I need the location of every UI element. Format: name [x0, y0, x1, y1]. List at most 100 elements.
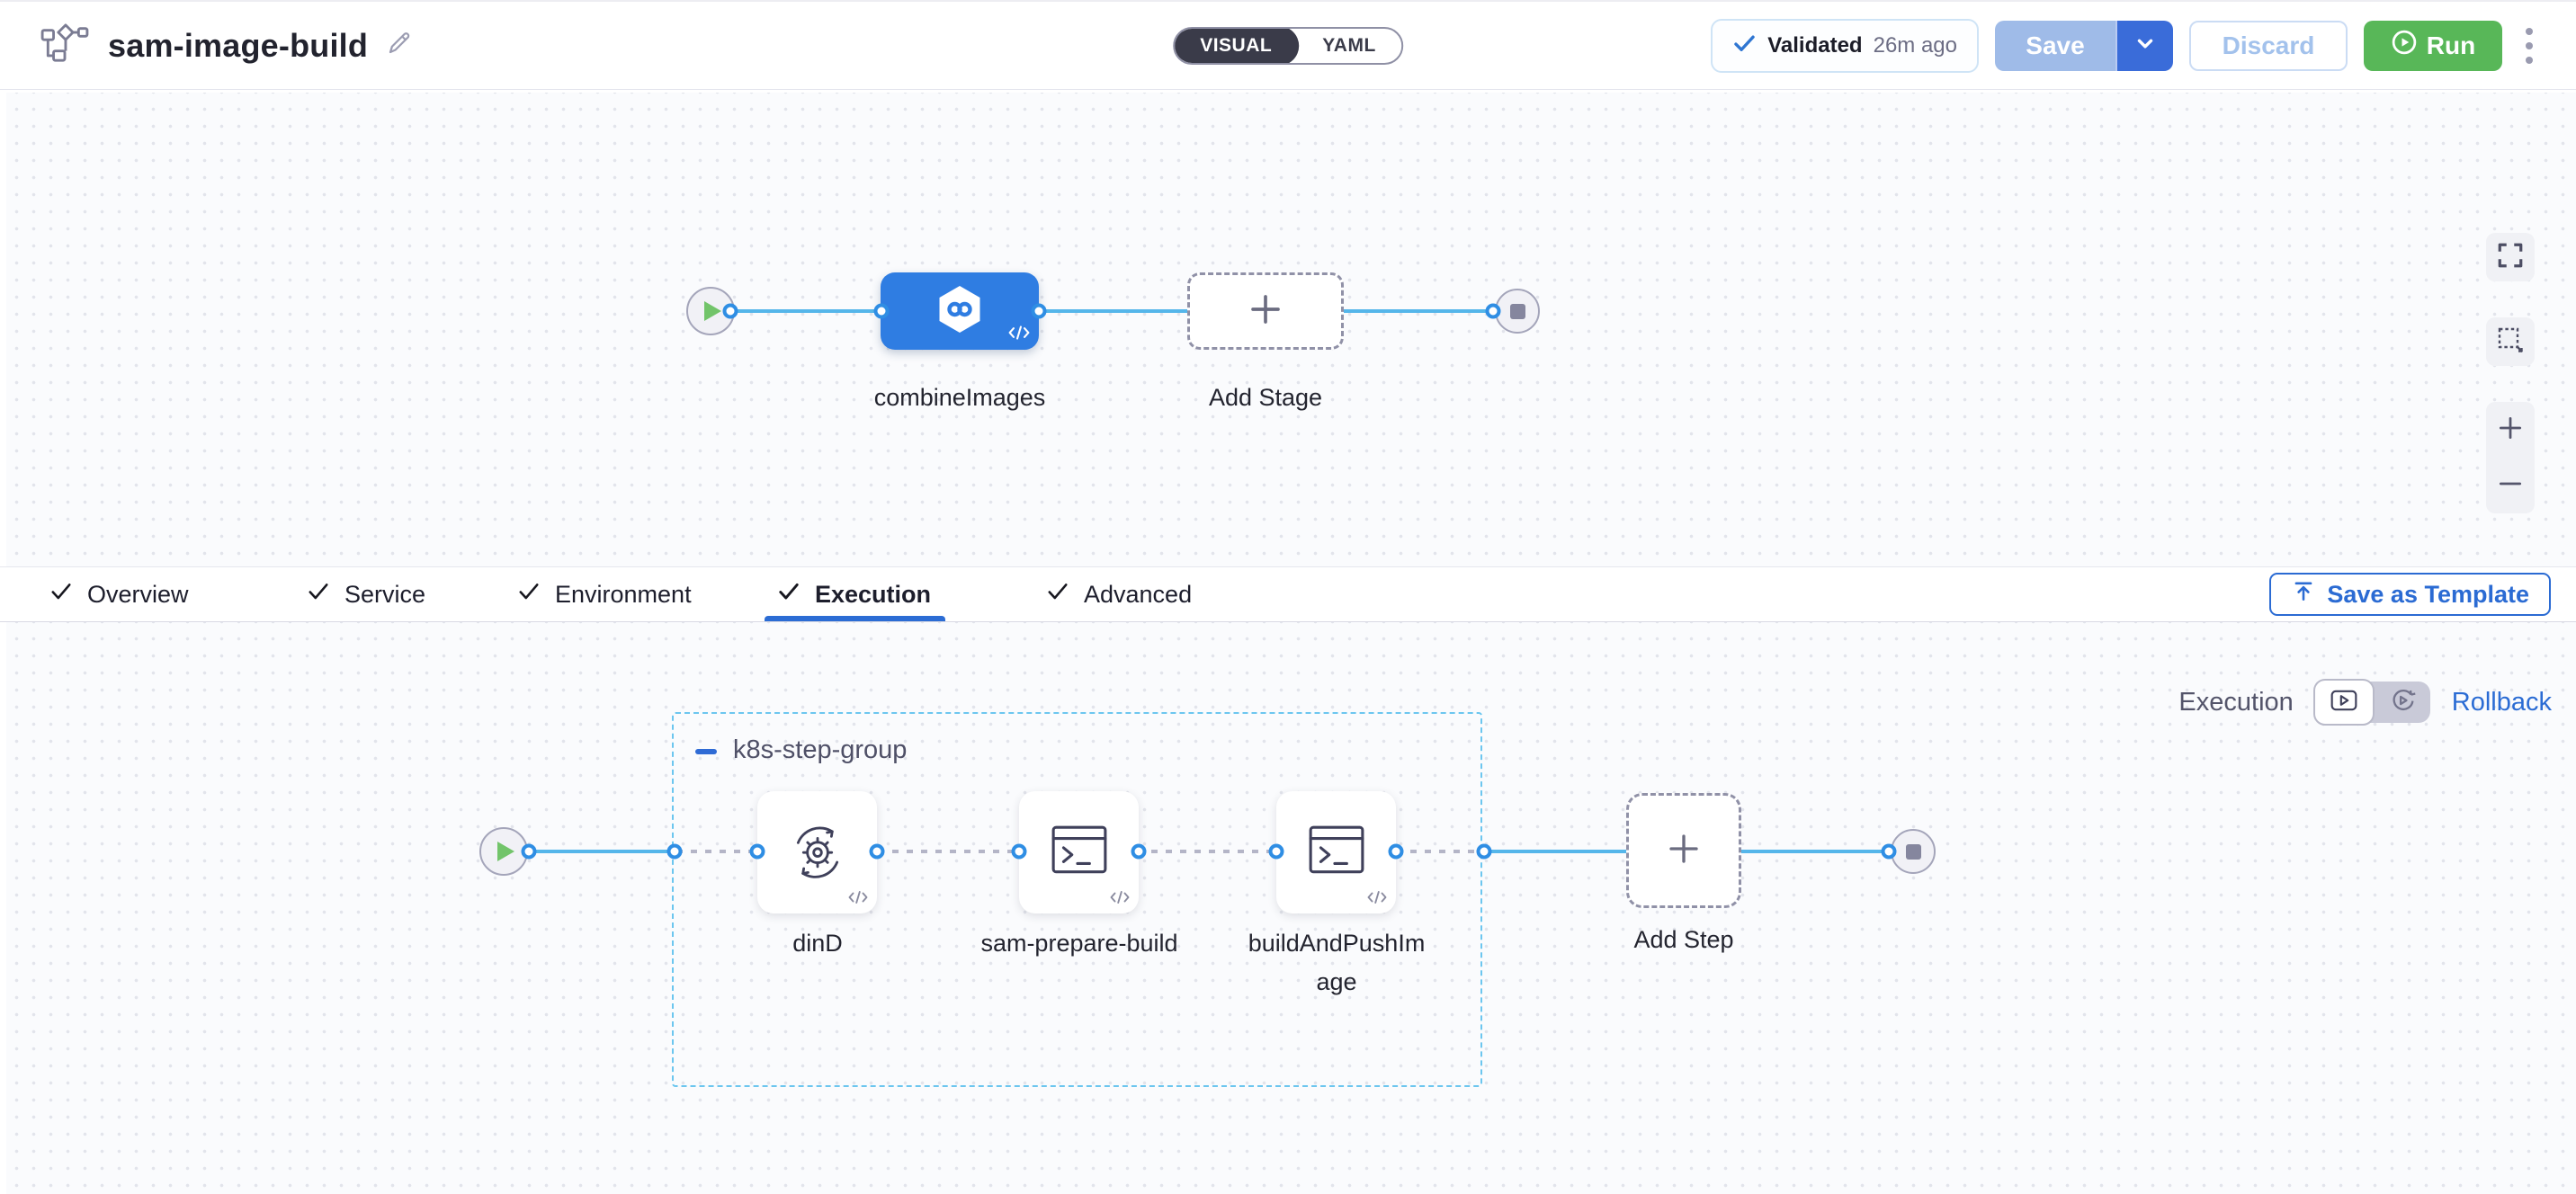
port [1268, 843, 1284, 860]
port [749, 843, 765, 860]
start-play-icon [704, 301, 721, 321]
execution-rollback-toggle[interactable] [2312, 679, 2430, 726]
port [722, 303, 738, 319]
check-icon [1732, 31, 1757, 60]
docker-dind-icon [783, 815, 853, 890]
canvas-controls [2486, 233, 2535, 513]
collapse-group-icon[interactable] [695, 748, 717, 754]
validated-badge[interactable]: Validated 26m ago [1711, 18, 1979, 73]
multi-select-button[interactable] [2486, 317, 2535, 366]
step-node-sam-prepare-build[interactable] [1019, 791, 1139, 913]
zoom-panel [2486, 402, 2535, 513]
rollback-segment[interactable] [2376, 682, 2430, 723]
step-label-sam-prepare-build: sam-prepare-build [980, 930, 1178, 957]
plus-icon [1247, 290, 1284, 333]
tab-service[interactable]: Service [307, 567, 425, 621]
validated-time: 26m ago [1873, 32, 1957, 58]
chevron-down-icon [2133, 31, 2157, 59]
execution-segment[interactable] [2312, 679, 2375, 726]
stage-node-combineimages[interactable] [881, 272, 1039, 350]
upload-icon [2291, 579, 2316, 610]
validated-label: Validated [1767, 32, 1863, 58]
tab-overview[interactable]: Overview [49, 567, 189, 621]
save-split-button: Save [1995, 20, 2173, 71]
step-label-buildandpushimage: buildAndPushImage [1248, 930, 1426, 995]
port [1881, 843, 1897, 860]
terminal-icon [1050, 823, 1109, 883]
execution-rollback-switch-row: Execution Rol [2178, 679, 2552, 726]
step-node-buildandpushimage[interactable] [1276, 791, 1396, 913]
save-as-template-label: Save as Template [2327, 580, 2529, 608]
tab-advanced[interactable]: Advanced [1046, 567, 1192, 621]
save-as-template-button[interactable]: Save as Template [2269, 573, 2551, 616]
step-node-dind[interactable] [757, 791, 877, 913]
edge-solid [504, 850, 676, 853]
header: sam-image-build VISUAL YAML Validated 26… [0, 0, 2576, 90]
code-icon [1110, 890, 1130, 909]
add-step-label: Add Step [1633, 926, 1734, 953]
run-label: Run [2426, 31, 2476, 59]
execution-end-node [1891, 829, 1936, 874]
tab-label: Overview [87, 580, 189, 608]
zoom-out-button[interactable] [2486, 458, 2535, 513]
fullscreen-icon [2496, 241, 2525, 274]
play-box-icon [2330, 689, 2358, 717]
code-icon [1367, 890, 1387, 909]
port [1476, 843, 1492, 860]
tab-label: Environment [555, 580, 692, 608]
plus-icon [1665, 830, 1703, 872]
zoom-in-button[interactable] [2486, 402, 2535, 458]
step-group-name: k8s-step-group [733, 735, 908, 764]
execution-start-node [479, 827, 528, 876]
start-play-icon [497, 842, 514, 861]
tab-label: Service [344, 580, 426, 608]
stage-label: combineImages [873, 384, 1046, 411]
check-icon [517, 580, 541, 610]
rollback-link[interactable]: Rollback [2451, 687, 2552, 717]
edit-pencil-icon[interactable] [386, 30, 413, 61]
code-icon [848, 890, 868, 909]
stop-square-icon [1509, 303, 1525, 319]
ci-hexagon-link-icon [934, 283, 986, 340]
port [873, 303, 890, 319]
toggle-yaml[interactable]: YAML [1322, 34, 1376, 56]
run-play-icon [2391, 29, 2418, 62]
pipeline-icon [40, 22, 90, 68]
port [1131, 843, 1147, 860]
stage-connector-edge [711, 309, 1518, 313]
minus-icon [2496, 469, 2525, 503]
rollback-circle-play-icon [2390, 687, 2417, 718]
stage-canvas: combineImages Add Stage [0, 93, 2576, 566]
check-icon [307, 580, 330, 610]
stop-square-icon [1905, 843, 1921, 860]
add-stage-label: Add Stage [1208, 384, 1323, 411]
port [1485, 303, 1501, 319]
port [1031, 303, 1047, 319]
save-button[interactable]: Save [1995, 20, 2115, 71]
port [666, 843, 683, 860]
toggle-visual[interactable]: VISUAL [1175, 28, 1300, 63]
execution-canvas: Execution Rol [0, 622, 2576, 1194]
port [869, 843, 885, 860]
execution-mode-label: Execution [2178, 687, 2294, 717]
save-dropdown-button[interactable] [2115, 20, 2173, 71]
tab-execution[interactable]: Execution [764, 567, 946, 621]
more-options-kebab-icon[interactable] [2518, 22, 2540, 69]
plus-icon [2496, 414, 2525, 447]
discard-button[interactable]: Discard [2189, 20, 2348, 71]
port [521, 843, 537, 860]
step-group-k8s: k8s-step-group [672, 712, 1482, 1087]
run-button[interactable]: Run [2364, 20, 2502, 71]
check-icon [49, 580, 73, 610]
step-label-dind: dinD [792, 930, 843, 957]
tab-environment[interactable]: Environment [517, 567, 692, 621]
page-title: sam-image-build [108, 26, 369, 64]
add-stage-button[interactable] [1187, 272, 1344, 350]
fullscreen-button[interactable] [2486, 233, 2535, 281]
port [1388, 843, 1404, 860]
check-icon [777, 580, 801, 610]
port [1011, 843, 1027, 860]
visual-yaml-toggle: VISUAL YAML [1173, 26, 1403, 65]
add-step-button[interactable] [1626, 793, 1741, 908]
tab-label: Execution [815, 580, 932, 608]
